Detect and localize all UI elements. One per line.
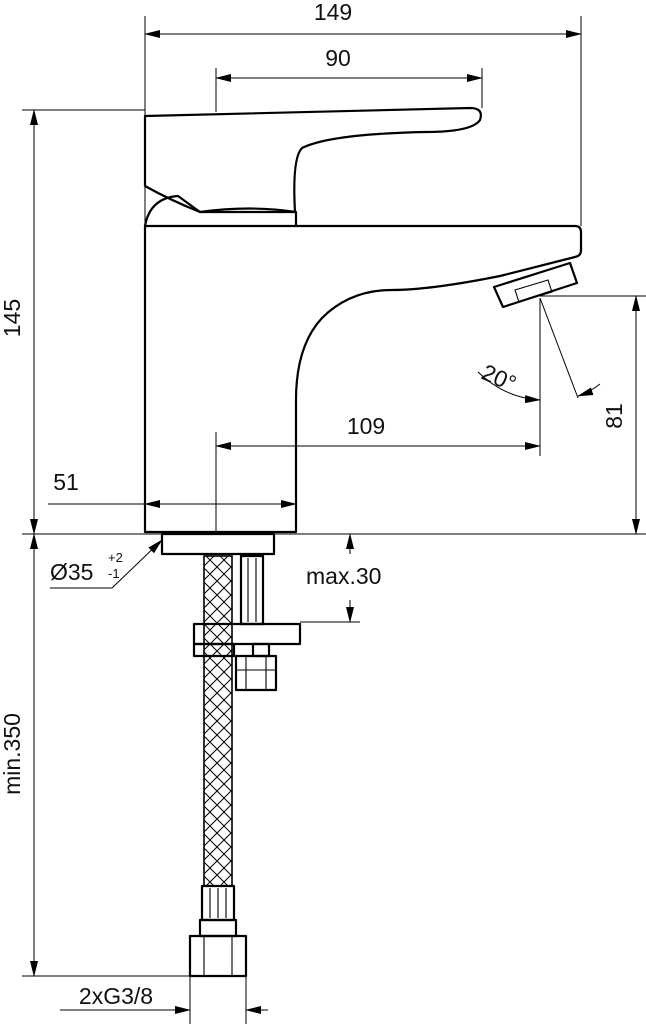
threaded-rod [239, 554, 265, 626]
fixing-plate [192, 622, 302, 646]
label-51: 51 [53, 469, 79, 495]
label-90: 90 [325, 45, 351, 71]
connection-nut [188, 934, 248, 978]
label-145: 145 [0, 299, 25, 337]
label-tol-lower: -1 [108, 566, 120, 581]
fixing-nut [234, 654, 278, 692]
label-tol-upper: +2 [108, 550, 123, 565]
dim-arc-20 [477, 371, 541, 404]
dimension-labels: 149 90 145 81 109 51 20° Ø35 +2 -1 max.3… [0, 0, 627, 1009]
label-g38: 2xG3/8 [79, 983, 153, 1009]
label-109: 109 [347, 413, 385, 439]
dimension-lines [22, 16, 646, 1024]
label-dia35: Ø35 [50, 559, 93, 585]
tap-handle [143, 106, 482, 228]
braided-hose [203, 555, 233, 887]
dim-line-dia35 [50, 539, 163, 589]
tap-body [143, 224, 583, 556]
label-20deg: 20° [478, 359, 520, 397]
label-max30: max.30 [306, 563, 381, 589]
label-min350: min.350 [0, 713, 25, 795]
label-149: 149 [314, 0, 352, 25]
label-81: 81 [601, 403, 627, 429]
under-deck-fittings [188, 554, 302, 978]
